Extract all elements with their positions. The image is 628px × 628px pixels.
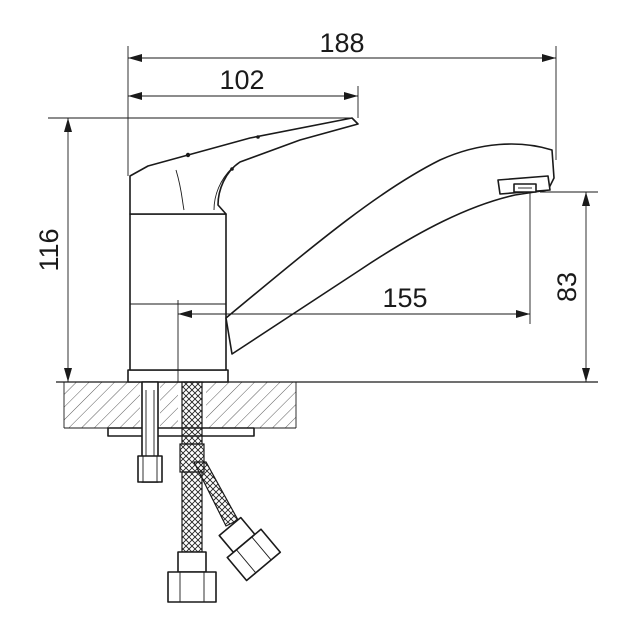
spout xyxy=(225,143,555,355)
dimension-spout-reach: 155 xyxy=(177,192,531,382)
mounting-assembly xyxy=(107,381,255,483)
dim-label-188: 188 xyxy=(319,28,364,58)
dimension-overall-length: 188 xyxy=(127,28,557,176)
dim-label-116: 116 xyxy=(34,228,64,271)
lever-handle xyxy=(129,117,359,215)
dim-label-102: 102 xyxy=(219,65,264,95)
dim-label-83: 83 xyxy=(552,272,582,302)
countertop-section xyxy=(56,381,598,429)
supply-hose-left xyxy=(167,381,217,603)
dimension-lever-length: 102 xyxy=(128,65,359,118)
dim-label-155: 155 xyxy=(382,283,427,313)
dimension-total-height: 116 xyxy=(34,117,352,382)
dimension-spout-height: 83 xyxy=(540,191,598,382)
supply-hose-right xyxy=(193,461,282,582)
